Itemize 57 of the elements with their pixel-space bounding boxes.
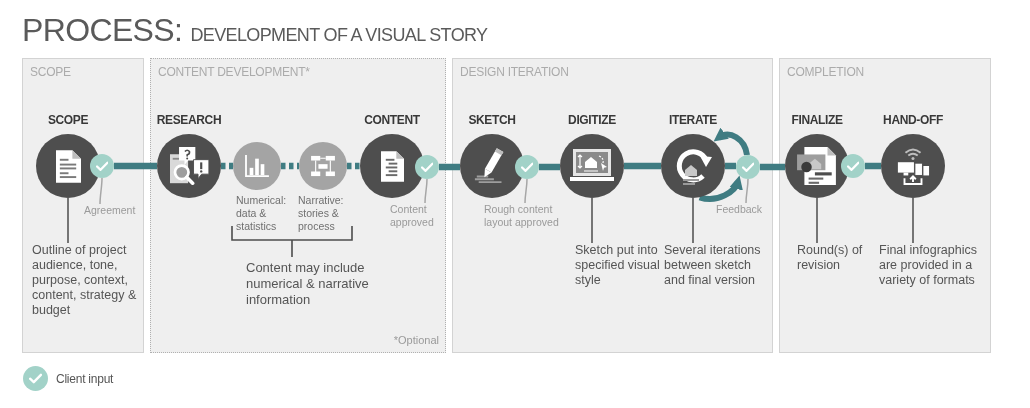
approval-note: Content approved (390, 203, 440, 228)
checkmark-icon (90, 154, 114, 178)
panel-title: CONTENT DEVELOPMENT* (158, 65, 310, 79)
step-heading: RESEARCH (156, 112, 222, 128)
step-heading: SCOPE (47, 112, 89, 128)
step-heading: DIGITIZE (568, 112, 616, 128)
feedback-arrow (698, 175, 742, 202)
circle-caption: Narrative: stories & process (298, 194, 345, 233)
leader-line (591, 197, 593, 244)
annotation-text: Content may include numerical & narrative information (246, 260, 370, 308)
step-description: Final infographics are provided in a variety of formats (879, 243, 987, 288)
step-description: Round(s) of revision (797, 243, 871, 273)
approval-note: Rough content layout approved (484, 203, 566, 228)
leader-line (692, 197, 694, 244)
footnote: *Optional (393, 334, 439, 347)
step-heading: CONTENT (364, 112, 420, 128)
flow-line (439, 163, 460, 171)
step-heading: ITERATE (669, 112, 717, 128)
phase-panel (452, 58, 773, 353)
legend-label: Client input (56, 371, 114, 386)
leader-line (816, 197, 818, 244)
flow-line (725, 162, 736, 170)
diagram-title: PROCESS: DEVELOPMENT OF A VISUAL STORY (22, 12, 488, 50)
checkmark-icon (841, 154, 865, 178)
checkmark-icon (736, 155, 760, 179)
checkmark-icon (415, 155, 439, 179)
phase-panel (779, 58, 991, 353)
checkmark-icon (515, 155, 539, 179)
flow-line (221, 162, 233, 170)
flow-line (865, 162, 881, 170)
approval-note: Feedback (716, 203, 768, 216)
flow-line (347, 162, 360, 170)
phase-panel (22, 58, 144, 353)
panel-title: SCOPE (30, 65, 71, 79)
leader-line (745, 178, 749, 204)
approval-note: Agreement (84, 204, 138, 217)
flow-line (624, 162, 661, 170)
flow-line (760, 163, 785, 171)
circle-caption: Numerical: data & statistics (236, 194, 288, 233)
flow-line (281, 162, 299, 170)
leader-line (912, 197, 914, 244)
leader-line (99, 177, 103, 205)
panel-title: COMPLETION (787, 65, 864, 79)
flow-line (539, 163, 560, 171)
panel-title: DESIGN ITERATION (460, 65, 569, 79)
phase-panel (150, 58, 446, 353)
step-description: Sketch put into specified visual style (575, 243, 661, 288)
step-heading: HAND-OFF (883, 112, 943, 128)
step-description: Outline of project audience, tone, purpose, context, content, strategy & budget (32, 243, 142, 318)
flow-line (114, 162, 157, 170)
step-heading: FINALIZE (791, 112, 843, 128)
step-description: Several iterations between sketch and final version (664, 243, 770, 288)
leader-line (524, 178, 528, 204)
leader-line (67, 197, 69, 244)
leader-line (424, 178, 428, 204)
feedback-arrow (713, 127, 750, 156)
step-heading: SKETCH (468, 112, 516, 128)
